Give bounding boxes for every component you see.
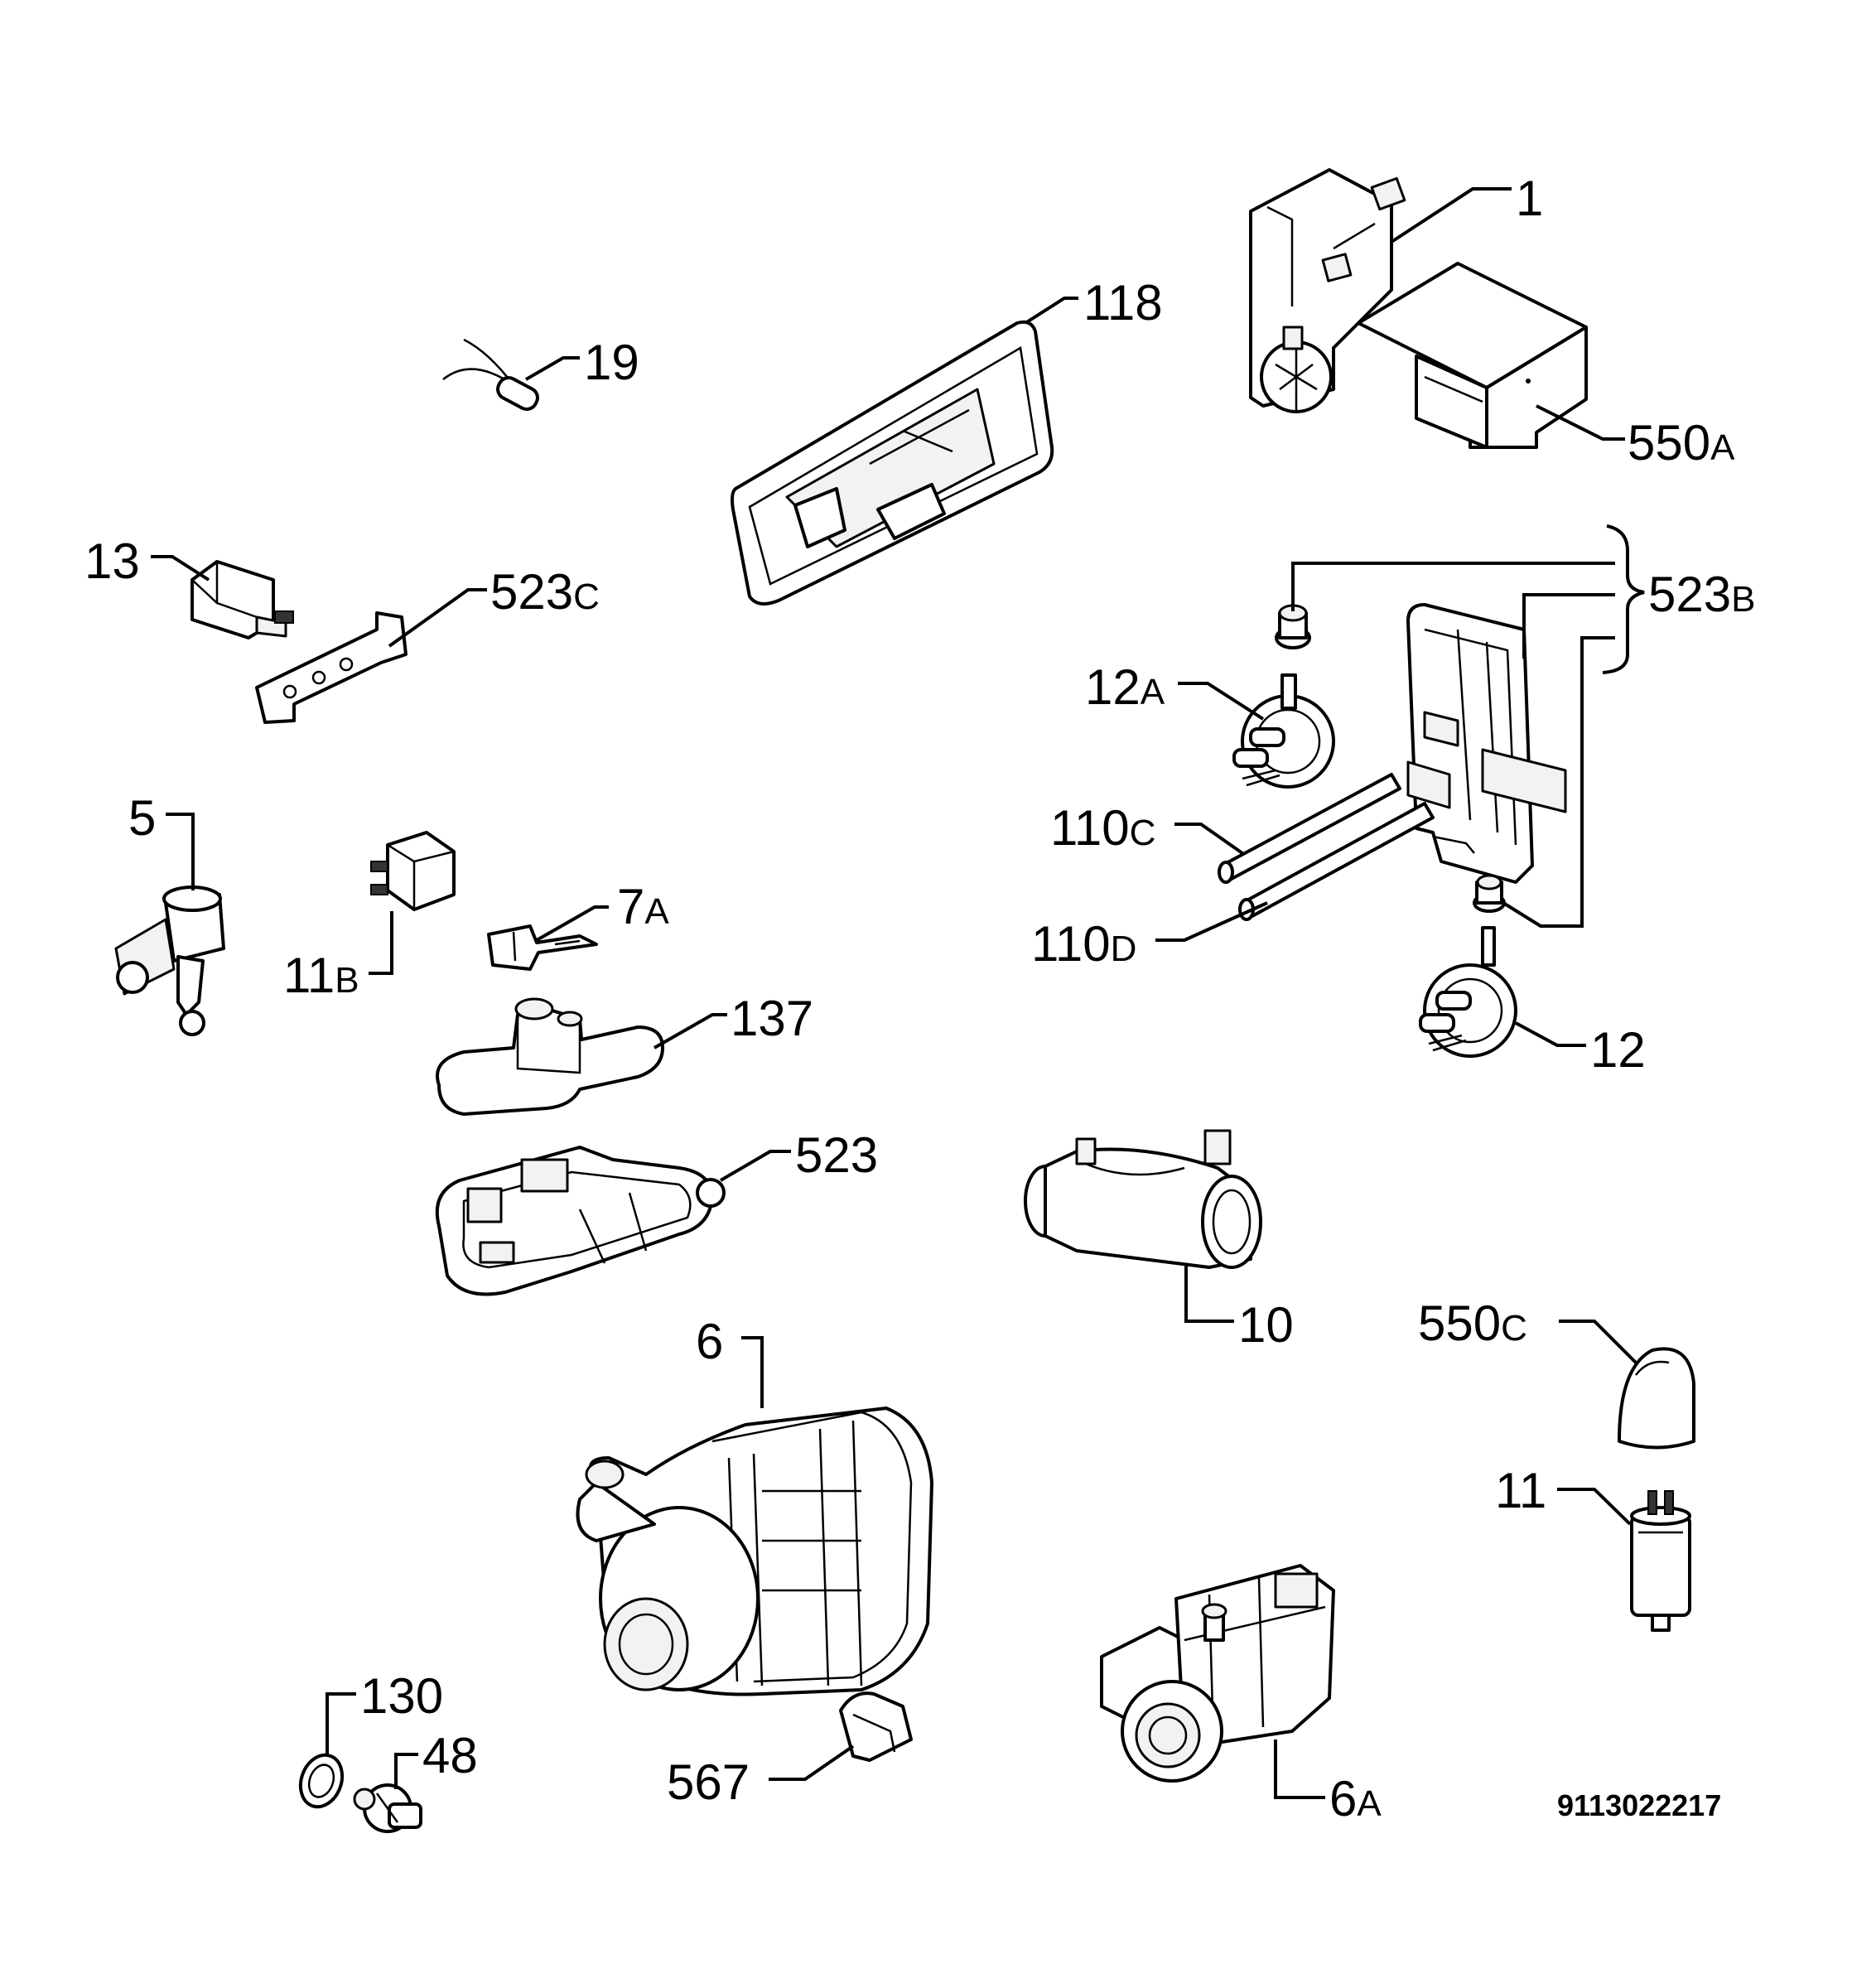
leader-110d	[1155, 901, 1268, 942]
label-11b: 11B	[283, 948, 359, 1003]
label-118: 118	[1083, 275, 1163, 331]
leader-7a	[536, 905, 609, 942]
leader-12	[1515, 1021, 1586, 1047]
leader-11b	[369, 911, 393, 975]
bracket-523b	[1602, 524, 1645, 674]
label-11: 11	[1495, 1463, 1546, 1518]
diagram-code: 9113022217	[1557, 1788, 1721, 1822]
leader-6a	[1274, 1740, 1325, 1799]
leader-130	[326, 1692, 356, 1756]
leader-11	[1557, 1488, 1632, 1526]
label-523b: 523B	[1648, 567, 1755, 622]
part-523b-grommet-bottom	[1473, 874, 1506, 913]
leader-567	[769, 1744, 855, 1781]
part-118-control-housing	[731, 320, 1054, 606]
part-523-base-bracket	[435, 1146, 726, 1296]
leader-118	[1024, 297, 1078, 325]
label-110c: 110C	[1050, 800, 1155, 856]
label-6a: 6A	[1329, 1771, 1382, 1826]
label-130: 130	[360, 1668, 443, 1724]
part-137-cover	[436, 997, 664, 1116]
part-523b-bracket	[1406, 603, 1567, 884]
label-550a: 550A	[1628, 415, 1735, 470]
leader-523b-3	[1502, 636, 1615, 928]
label-48: 48	[422, 1728, 478, 1783]
leader-1	[1390, 187, 1512, 244]
leader-13	[151, 555, 210, 581]
label-19: 19	[584, 335, 639, 390]
leader-110c	[1174, 823, 1244, 855]
part-12-pressure-switch	[1419, 926, 1517, 1058]
part-13-switch	[191, 560, 294, 639]
leader-10	[1184, 1263, 1234, 1323]
label-6: 6	[696, 1314, 723, 1369]
part-550c-cap	[1618, 1347, 1695, 1450]
label-1: 1	[1516, 171, 1543, 226]
leader-19	[524, 356, 580, 381]
part-labels: 1 118 19 550A 13 523C 523B 12A 110C 110D…	[84, 171, 1755, 1826]
leader-48	[394, 1753, 418, 1789]
leader-523b-2	[1522, 593, 1615, 659]
label-5: 5	[128, 790, 156, 846]
part-1-programmer	[1249, 168, 1406, 413]
label-10: 10	[1238, 1297, 1294, 1353]
part-12a-pressure-switch	[1232, 673, 1335, 789]
label-110d: 110D	[1031, 916, 1136, 972]
part-523c-bracket	[255, 611, 408, 724]
label-7a: 7A	[617, 879, 669, 934]
label-12: 12	[1590, 1022, 1646, 1078]
label-523c: 523C	[490, 564, 600, 620]
part-48-plug	[353, 1783, 422, 1833]
part-11b-relay	[370, 831, 456, 911]
part-11-capacitor	[1630, 1490, 1691, 1632]
label-567: 567	[667, 1754, 750, 1810]
leader-523	[719, 1150, 791, 1182]
part-6a-drain-pump	[1100, 1564, 1335, 1783]
label-137: 137	[731, 991, 813, 1046]
leader-6	[741, 1336, 764, 1408]
leader-12a	[1178, 682, 1265, 721]
part-19-sensor	[442, 338, 539, 411]
part-10-heater	[1024, 1129, 1262, 1269]
leader-5	[166, 813, 195, 890]
label-550c: 550C	[1418, 1296, 1527, 1351]
part-5-inlet-valve	[114, 885, 225, 1036]
leader-523b-1	[1291, 562, 1615, 611]
label-523: 523	[795, 1127, 878, 1183]
part-110c-hose	[1218, 773, 1401, 884]
leader-550c	[1559, 1320, 1637, 1364]
leader-523c	[388, 588, 487, 648]
part-130-seal-ring	[298, 1753, 345, 1809]
leader-137	[654, 1013, 727, 1049]
part-523b-grommet-top	[1275, 604, 1311, 649]
label-13: 13	[84, 533, 140, 589]
part-567-clip	[839, 1691, 913, 1762]
label-12a: 12A	[1085, 659, 1165, 715]
part-7a-clip	[487, 924, 598, 971]
leader-550a	[1536, 404, 1625, 441]
part-6-circulation-pump	[576, 1407, 933, 1696]
leader-lines	[151, 187, 1645, 1799]
